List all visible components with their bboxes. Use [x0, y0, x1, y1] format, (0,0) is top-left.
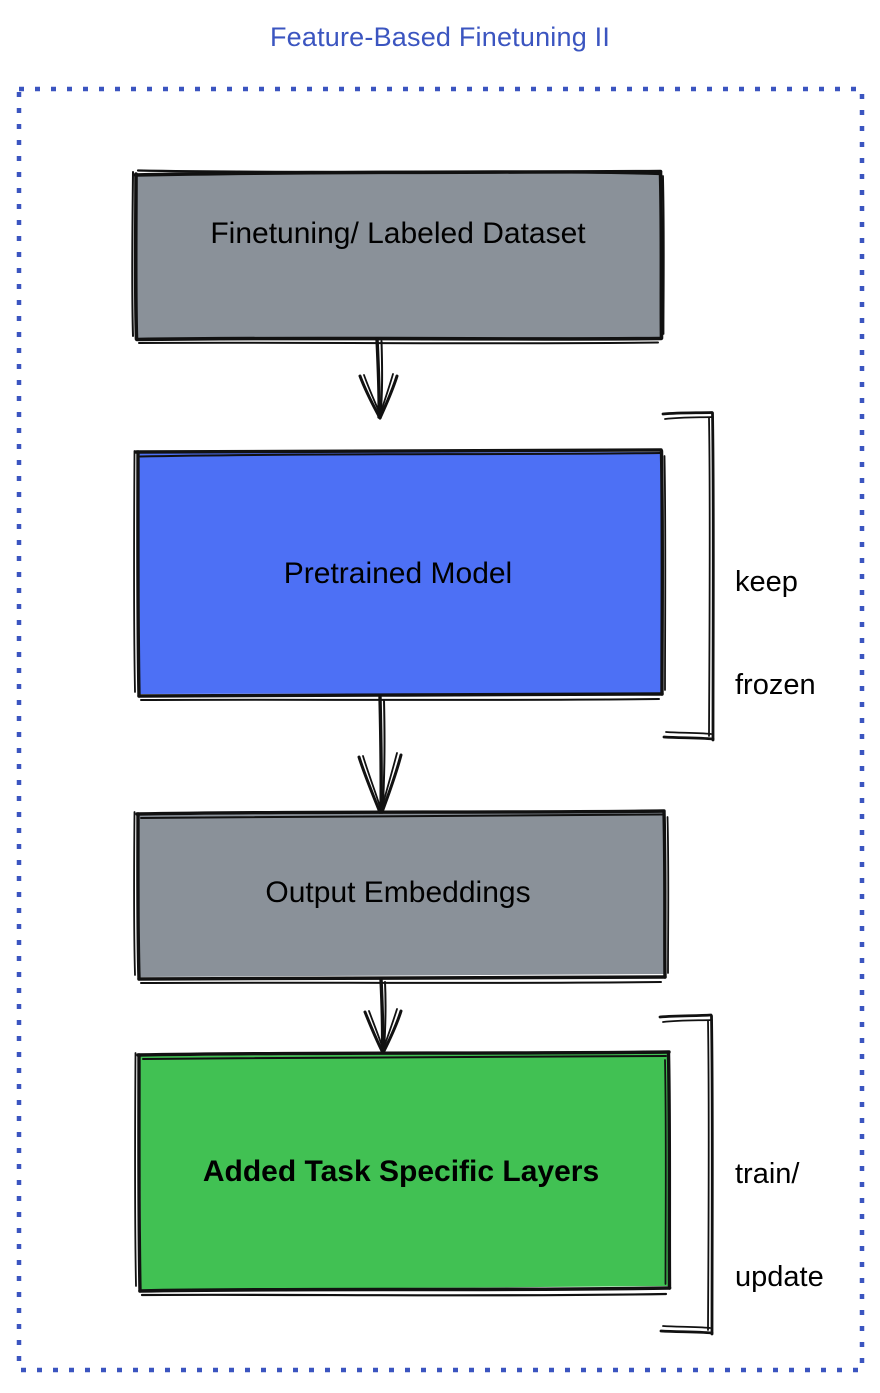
dashed-frame: [16, 86, 865, 1373]
sketch-stroke: [663, 455, 667, 691]
sketch-stroke: [666, 1051, 672, 1290]
sketch-stroke: [139, 452, 661, 458]
sketch-stroke: [135, 809, 666, 816]
arrow-head-right: [381, 1009, 403, 1055]
arrow-head-left: [358, 374, 382, 420]
sketch-stroke: [659, 449, 665, 696]
bracket-label-keep-frozen: keep frozen: [735, 497, 865, 771]
sketch-stroke: [662, 810, 667, 979]
node-pretrained-model[interactable]: [133, 448, 667, 701]
arrow-shaft: [379, 340, 384, 415]
sketch-stroke: [140, 1292, 668, 1297]
arrow-embeddings-to-layers: [363, 977, 403, 1055]
sketch-stroke: [136, 450, 141, 698]
bracket-label-keep-frozen-line2: frozen: [735, 669, 816, 702]
sketch-stroke: [131, 171, 134, 337]
sketch-stroke: [658, 170, 664, 340]
node-label-added-layers: Added Task Specific Layers: [202, 1155, 600, 1188]
node-added-layers[interactable]: [134, 1050, 672, 1297]
bracket-spine: [707, 1020, 710, 1331]
node-output-embeddings-fill: [139, 812, 665, 977]
sketch-stroke: [138, 1286, 672, 1293]
sketch-stroke: [140, 698, 660, 701]
sketch-stroke: [133, 450, 136, 693]
node-finetuning-dataset-fill: [136, 171, 661, 339]
node-pretrained-model-fill: [139, 452, 662, 694]
sketch-stroke: [662, 175, 665, 335]
bracket-train-update: [658, 1013, 714, 1336]
bracket-top-arm: [664, 416, 714, 420]
sketch-stroke: [137, 1053, 142, 1293]
sketch-stroke: [133, 172, 139, 341]
sketch-stroke: [134, 448, 663, 454]
sketch-stroke: [137, 975, 667, 981]
sketch-stroke: [135, 336, 663, 342]
sketch-stroke: [138, 341, 659, 345]
arrow-head-right: [378, 374, 399, 420]
bracket-top-arm: [658, 1013, 713, 1019]
bracket-bottom-arm: [662, 1325, 711, 1329]
arrow-shaft: [381, 699, 386, 813]
sketch-stroke: [140, 813, 663, 819]
sketch-stroke: [142, 1055, 667, 1060]
arrow-head-left: [362, 755, 383, 815]
node-finetuning-dataset[interactable]: [131, 169, 665, 345]
bracket-spine: [711, 411, 715, 742]
arrow-shaft: [383, 981, 387, 1051]
bracket-label-train-update-line2: update: [735, 1261, 824, 1294]
arrow-head-left: [357, 755, 383, 817]
bracket-keep-frozen: [661, 411, 715, 742]
dashed-frame-rect: [16, 86, 865, 1373]
sketch-stroke: [133, 811, 136, 976]
sketch-stroke: [134, 1052, 137, 1287]
node-added-layers-fill: [140, 1053, 670, 1290]
sketch-stroke: [137, 692, 664, 698]
arrow-dataset-to-model: [358, 337, 399, 420]
arrow-head-left: [363, 1010, 385, 1055]
arrow-head-right: [379, 373, 394, 416]
bracket-label-train-update: train/ update: [735, 1089, 865, 1363]
bracket-label-train-update-line1: train/: [735, 1158, 800, 1191]
arrow-head-right: [380, 752, 398, 813]
sketch-stroke: [136, 169, 661, 176]
bracket-bottom-arm: [662, 735, 715, 741]
arrow-shaft: [375, 337, 381, 419]
sketch-stroke: [136, 1050, 671, 1057]
bracket-bottom-arm: [665, 731, 712, 735]
sketch-stroke: [664, 1059, 667, 1285]
arrow-head-right: [382, 1008, 398, 1051]
sketch-stroke: [666, 816, 670, 974]
bracket-bottom-arm: [659, 1329, 714, 1335]
bracket-spine: [710, 1014, 714, 1336]
bracket-top-arm: [662, 1019, 713, 1023]
bracket-spine: [708, 417, 711, 737]
node-output-embeddings[interactable]: [133, 809, 670, 984]
node-label-output-embeddings: Output Embeddings: [265, 876, 531, 909]
arrow-shaft: [379, 977, 385, 1054]
node-label-pretrained-model: Pretrained Model: [283, 557, 513, 590]
bracket-label-keep-frozen-line1: keep: [735, 566, 798, 599]
bracket-top-arm: [661, 411, 714, 416]
sketch-stroke: [136, 812, 141, 981]
sketch-stroke: [140, 981, 662, 984]
node-label-finetuning-dataset: Finetuning/ Labeled Dataset: [210, 217, 586, 250]
arrow-model-to-embeddings: [357, 695, 403, 817]
arrow-shaft: [378, 695, 383, 816]
page-title: Feature-Based Finetuning II: [269, 22, 611, 52]
